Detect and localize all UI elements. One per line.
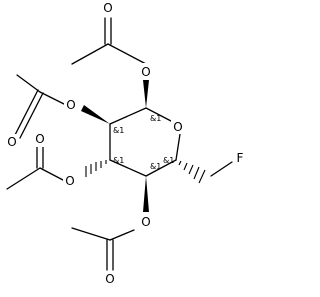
wedge-bond-c1-o: [143, 80, 149, 108]
c4-carbonyl-oxygen-label: O: [105, 272, 114, 286]
bond-o-carbonyl: [107, 43, 147, 65]
bond-o-carbonyl: [39, 167, 64, 181]
c2-ester-oxygen-label: O: [66, 98, 75, 112]
double-bond-1: [14, 89, 39, 136]
bond-o-carbonyl: [109, 229, 135, 241]
bond-carbonyl-methyl: [71, 43, 109, 65]
acetate-c4: [71, 176, 149, 271]
wedge-bond-c4-o: [143, 176, 149, 212]
label-background: [5, 134, 19, 150]
chemical-structure-canvas: O F O O O O O O O O &1 &1 &1 &1 &1: [5, 0, 246, 287]
hash-line: [193, 166, 200, 180]
ring-bond-c1-o5: [145, 107, 172, 122]
atom-labels: O F O O O O O O O O: [5, 0, 246, 287]
label-background: [33, 131, 47, 147]
label-background: [98, 0, 112, 16]
label-background: [63, 173, 77, 189]
pyranose-ring: [109, 107, 181, 177]
c3-carbonyl-oxygen-label: O: [35, 132, 44, 146]
hash-line: [198, 169, 206, 184]
acetate-c3: [6, 144, 107, 190]
fluorine-label: F: [237, 151, 244, 165]
bond-carbonyl-methyl: [71, 227, 111, 241]
stereo-label-c1: &1: [150, 114, 161, 123]
label-background: [103, 271, 117, 287]
wedge-bond-c2-o: [81, 105, 110, 124]
stereo-labels: &1 &1 &1 &1 &1: [113, 114, 174, 171]
label-background: [139, 214, 153, 230]
ring-bond-o5-c5: [175, 133, 181, 161]
c1-ester-oxygen-label: O: [141, 65, 150, 79]
molecule-drawing: O F O O O O O O O O &1 &1 &1 &1 &1: [5, 0, 246, 287]
bond-carbonyl-methyl: [6, 167, 41, 190]
ring-bond-c2-c1: [109, 107, 147, 125]
label-background: [171, 118, 185, 134]
double-bond-2: [19, 92, 44, 139]
ring-oxygen-label: O: [173, 120, 182, 134]
hash-line: [188, 164, 194, 175]
hash-line: [183, 162, 188, 171]
acetate-c1: [71, 17, 149, 108]
stereo-label-c4: &1: [150, 162, 161, 171]
c2-carbonyl-oxygen-label: O: [7, 135, 16, 149]
ring-bond-c5-c4: [145, 159, 177, 177]
hashed-bond-c5-c6: [178, 160, 206, 184]
label-background: [64, 97, 78, 113]
stereo-label-c5: &1: [163, 156, 174, 165]
ring-bond-c4-c3: [109, 159, 147, 177]
fluoromethyl-group: [178, 160, 233, 184]
hashed-bond-c3-o: [85, 160, 107, 177]
c4-ester-oxygen-label: O: [141, 215, 150, 229]
stereo-label-c3: &1: [113, 156, 124, 165]
bond-o-carbonyl: [39, 91, 65, 105]
bond-c6-f: [210, 161, 233, 177]
c1-carbonyl-oxygen-label: O: [103, 1, 112, 15]
c3-ester-oxygen-label: O: [65, 174, 74, 188]
hash-line: [178, 160, 182, 166]
bond-carbonyl-methyl: [16, 74, 41, 93]
stereo-label-c2: &1: [113, 126, 124, 135]
label-background: [139, 63, 153, 80]
acetate-c2: [14, 74, 110, 139]
label-background: [234, 150, 246, 166]
